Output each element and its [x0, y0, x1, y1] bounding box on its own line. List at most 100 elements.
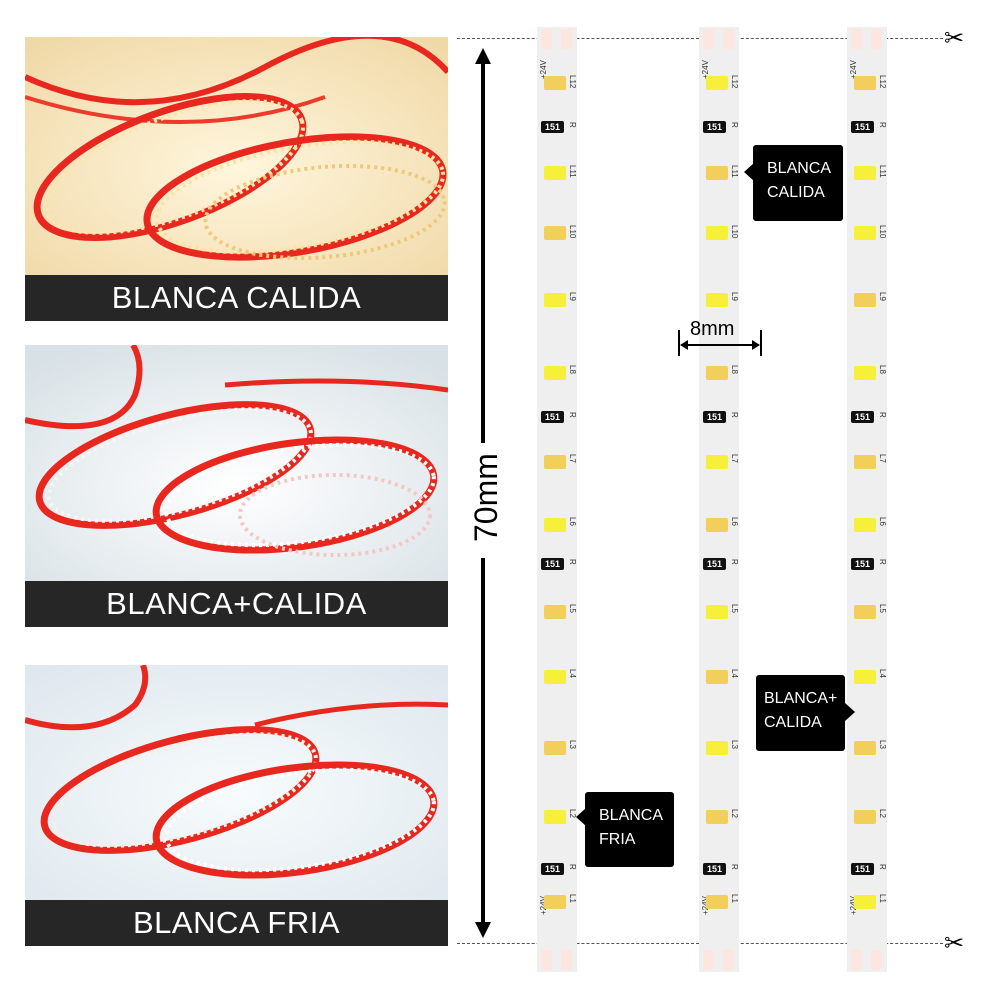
led-chip [544, 670, 566, 684]
resistor: 151 [851, 863, 874, 875]
led-label: L9 [878, 292, 887, 301]
resistor: 151 [541, 863, 564, 875]
led-chip [854, 810, 876, 824]
led-label: L3 [878, 740, 887, 749]
led-label: L12 [568, 75, 577, 89]
resistor-label: R [878, 559, 887, 565]
led-chip [544, 895, 566, 909]
photo-panel-warm-plus-white: BLANCA+CALIDA [25, 345, 448, 627]
callout-mixed-pointer [845, 703, 855, 721]
resistor: 151 [541, 121, 564, 133]
scissors-icon: ✂ [944, 930, 965, 957]
photo-panel-cold-white: BLANCA FRIA [25, 665, 448, 946]
led-chip [706, 455, 728, 469]
led-label: L8 [568, 365, 577, 374]
solder-pad [703, 950, 714, 970]
resistor: 151 [703, 411, 726, 423]
callout-cold-line1: BLANCA [599, 807, 664, 824]
solder-pad [703, 29, 714, 49]
width-dimension-label: 8mm [690, 318, 735, 340]
led-label: L4 [568, 669, 577, 678]
callout-mixed-line1: BLANCA+ [764, 690, 838, 707]
led-label: L12 [878, 75, 887, 89]
led-label: L9 [568, 292, 577, 301]
led-label: L5 [878, 604, 887, 613]
led-chip [854, 670, 876, 684]
led-chip [544, 518, 566, 532]
led-chip [544, 366, 566, 380]
led-chip [706, 605, 728, 619]
led-label: L12 [730, 75, 739, 89]
led-chip [706, 741, 728, 755]
led-label: L7 [878, 454, 887, 463]
resistor-label: R [878, 412, 887, 418]
callout-cold-line2: FRIA [599, 831, 636, 848]
caption-warm-white: BLANCA CALIDA [25, 275, 448, 321]
led-chip [854, 741, 876, 755]
led-chip [544, 741, 566, 755]
callout-warm-pointer [744, 163, 754, 181]
led-chip [706, 810, 728, 824]
resistor-label: R [568, 122, 577, 128]
led-chip [854, 226, 876, 240]
callout-warm-white: BLANCA CALIDA [753, 145, 843, 221]
led-label: L6 [730, 517, 739, 526]
led-chip [706, 518, 728, 532]
led-strip: +24V+24VL12L11L10L9L8L7L6L5L4L3L2L1151R1… [847, 27, 887, 972]
led-label: L7 [568, 454, 577, 463]
solder-pad [851, 29, 862, 49]
led-strip: +24V+24VL12L11L10L9L8L7L6L5L4L3L2L1151R1… [699, 27, 739, 972]
caption-warm-plus-white: BLANCA+CALIDA [25, 581, 448, 627]
length-dimension-label: 70mm [468, 453, 504, 542]
led-label: L1 [568, 894, 577, 903]
led-label: L11 [730, 165, 739, 178]
led-chip [544, 226, 566, 240]
led-label: L9 [730, 292, 739, 301]
led-chip [706, 226, 728, 240]
led-chip [854, 76, 876, 90]
solder-pad [561, 950, 572, 970]
solder-pad [561, 29, 572, 49]
led-label: L5 [730, 604, 739, 613]
led-chip [706, 670, 728, 684]
led-label: L1 [730, 894, 739, 903]
led-chip [544, 293, 566, 307]
led-chip [706, 166, 728, 180]
led-label: L2 [730, 809, 739, 818]
led-chip [544, 605, 566, 619]
led-label: L3 [568, 740, 577, 749]
caption-cold-white: BLANCA FRIA [25, 900, 448, 946]
led-chip [706, 895, 728, 909]
resistor: 151 [541, 558, 564, 570]
led-label: L6 [568, 517, 577, 526]
photo-panel-warm-white: BLANCA CALIDA [25, 37, 448, 321]
resistor: 151 [703, 121, 726, 133]
led-chip [544, 810, 566, 824]
led-label: L10 [568, 225, 577, 239]
callout-warm-line2: CALIDA [767, 184, 825, 201]
resistor: 151 [851, 558, 874, 570]
led-label: L3 [730, 740, 739, 749]
led-label: L7 [730, 454, 739, 463]
led-chip [854, 605, 876, 619]
led-label: L11 [878, 165, 887, 178]
resistor-label: R [730, 559, 739, 565]
solder-pad [541, 950, 552, 970]
led-chip [706, 293, 728, 307]
resistor-label: R [730, 122, 739, 128]
led-label: L4 [878, 669, 887, 678]
led-chip [544, 455, 566, 469]
warm-white-strip-photo [25, 37, 448, 275]
led-label: L2 [878, 809, 887, 818]
led-label: L10 [878, 225, 887, 239]
led-chip [706, 76, 728, 90]
solder-pad [871, 950, 882, 970]
resistor-label: R [878, 122, 887, 128]
led-chip [854, 293, 876, 307]
solder-pad [851, 950, 862, 970]
led-chip [854, 895, 876, 909]
led-chip [854, 455, 876, 469]
solder-pad [723, 950, 734, 970]
resistor: 151 [851, 411, 874, 423]
led-label: L10 [730, 225, 739, 239]
